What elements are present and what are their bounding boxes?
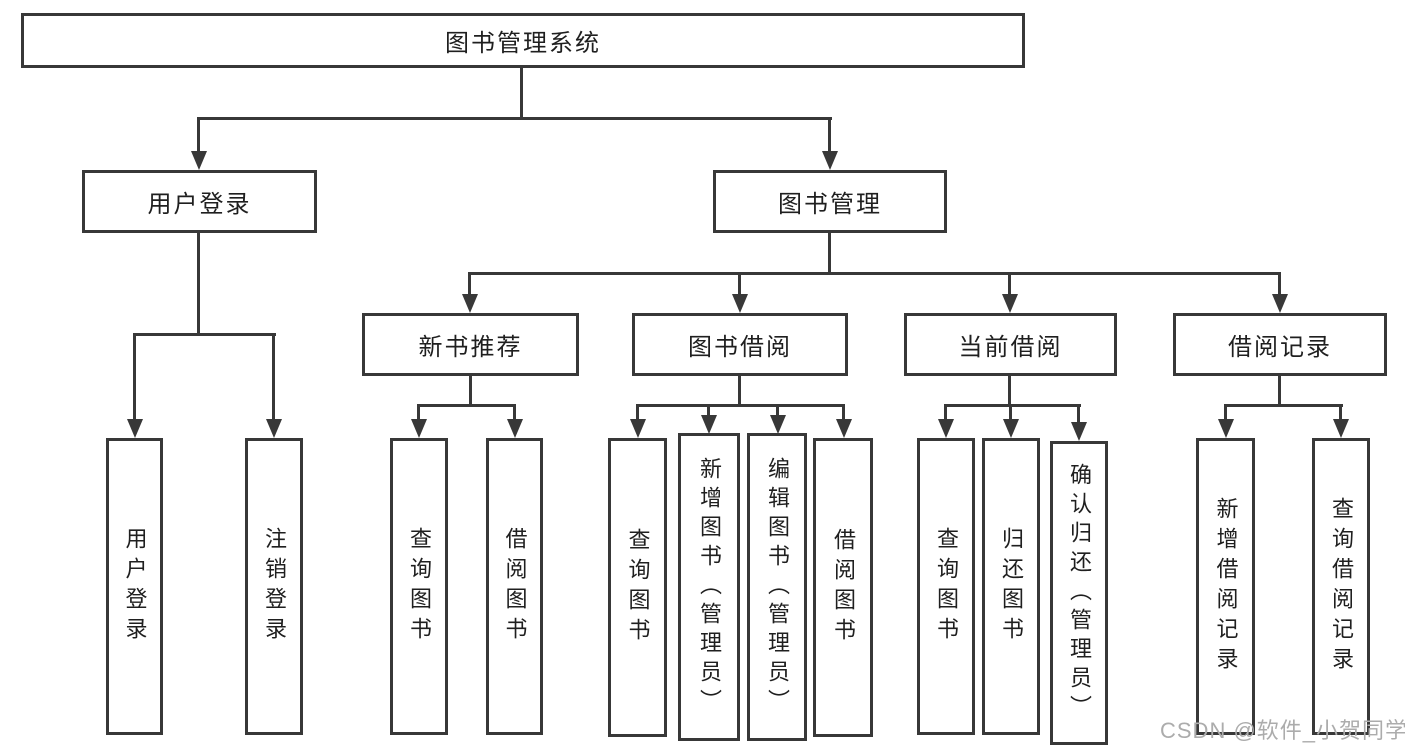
leaf-logout: 注销登录 (245, 438, 303, 735)
connector-root-stem (520, 66, 523, 120)
connector-newbook-down (469, 374, 472, 407)
root-node: 图书管理系统 (21, 13, 1025, 68)
arrowhead-return (1003, 419, 1019, 438)
connector-addrecord-stem (1224, 404, 1227, 421)
arrowhead-editbook (770, 415, 786, 434)
arrowhead-queryrecord (1333, 419, 1349, 438)
arrowhead-addbook (701, 415, 717, 434)
leaf-query-books-3-label: 查询图书 (934, 526, 959, 647)
connector-confirm-stem (1077, 404, 1080, 424)
connector-bookborrow-stem (738, 272, 741, 296)
node-borrow-records-label: 借阅记录 (1228, 334, 1332, 361)
leaf-borrow-books-2: 借阅图书 (813, 438, 873, 737)
leaf-return-book: 归还图书 (982, 438, 1040, 735)
leaf-add-book-admin: 新增图书（管理员） (678, 433, 740, 741)
leaf-query-borrow-record: 查询借阅记录 (1312, 438, 1370, 735)
connector-user-login-stem (197, 117, 200, 153)
connector-root-rail (197, 117, 832, 120)
connector-book-mgmt-stem (828, 117, 831, 153)
arrowhead-user-login (191, 151, 207, 170)
node-new-book-recommend-label: 新书推荐 (418, 334, 523, 361)
connector-addbook-stem (707, 404, 710, 417)
leaf-add-borrow-record: 新增借阅记录 (1196, 438, 1255, 735)
leaf-user-login: 用户登录 (106, 438, 163, 735)
connector-userlogin-rail (133, 333, 276, 336)
leaf-query-books-2: 查询图书 (608, 438, 667, 737)
root-node-label: 图书管理系统 (445, 30, 601, 57)
leaf-query-books-1-label: 查询图书 (407, 526, 432, 647)
leaf-borrow-books-2-label: 借阅图书 (831, 527, 856, 648)
connector-bookborrow-rail (636, 404, 844, 407)
connector-newbook-rail (417, 404, 516, 407)
connector-return-stem (1009, 404, 1012, 421)
arrowhead-bookborrow (732, 294, 748, 313)
node-borrow-records: 借阅记录 (1173, 313, 1387, 376)
leaf-return-book-label: 归还图书 (999, 526, 1024, 647)
connector-leaf-userlogin-stem (133, 333, 136, 421)
leaf-query-books-2-label: 查询图书 (625, 527, 651, 648)
connector-borrow1-stem (513, 404, 516, 421)
leaf-borrow-books-1-label: 借阅图书 (502, 526, 528, 647)
arrowhead-query1 (411, 419, 427, 438)
connector-records-stem (1278, 272, 1281, 296)
connector-editbook-stem (776, 404, 779, 417)
arrowhead-borrow2 (836, 419, 852, 438)
leaf-edit-book-admin-label: 编辑图书（管理员） (765, 456, 790, 718)
connector-newbook-stem (468, 272, 471, 296)
connector-bookmgmt-down (828, 231, 831, 275)
leaf-user-login-label: 用户登录 (122, 526, 148, 647)
node-current-borrow-label: 当前借阅 (958, 334, 1063, 361)
connector-bookborrow-down (738, 374, 741, 407)
leaf-add-book-admin-label: 新增图书（管理员） (697, 456, 722, 718)
connector-query1-stem (417, 404, 420, 421)
connector-bookmgmt-rail (468, 272, 1281, 275)
connector-query2-stem (636, 404, 639, 421)
arrowhead-newbook (462, 294, 478, 313)
node-new-book-recommend: 新书推荐 (362, 313, 579, 376)
connector-records-down (1278, 374, 1281, 407)
node-book-borrow-label: 图书借阅 (688, 334, 792, 361)
arrowhead-query3 (938, 419, 954, 438)
leaf-edit-book-admin: 编辑图书（管理员） (747, 433, 807, 741)
connector-records-rail (1224, 404, 1343, 407)
node-book-management: 图书管理 (713, 170, 947, 233)
connector-currentborrow-stem (1008, 272, 1011, 296)
connector-currentborrow-down (1008, 374, 1011, 407)
leaf-logout-label: 注销登录 (262, 526, 287, 647)
node-current-borrow: 当前借阅 (904, 313, 1117, 376)
connector-userlogin-down (197, 231, 200, 336)
arrowhead-currentborrow (1002, 294, 1018, 313)
arrowhead-book-mgmt (822, 151, 838, 170)
arrowhead-records (1272, 294, 1288, 313)
arrowhead-leaf-logout (266, 419, 282, 438)
arrowhead-borrow1 (507, 419, 523, 438)
connector-borrow2-stem (842, 404, 845, 421)
connector-currentborrow-rail (944, 404, 1081, 407)
leaf-confirm-return-admin: 确认归还（管理员） (1050, 441, 1108, 745)
node-book-management-label: 图书管理 (778, 191, 882, 218)
connector-queryrecord-stem (1339, 404, 1342, 421)
leaf-confirm-return-admin-label: 确认归还（管理员） (1067, 462, 1092, 724)
node-user-login: 用户登录 (82, 170, 317, 233)
arrowhead-addrecord (1218, 419, 1234, 438)
leaf-add-borrow-record-label: 新增借阅记录 (1213, 496, 1239, 677)
leaf-query-books-1: 查询图书 (390, 438, 448, 735)
leaf-query-borrow-record-label: 查询借阅记录 (1329, 496, 1354, 677)
node-user-login-label: 用户登录 (147, 191, 252, 218)
connector-leaf-logout-stem (272, 333, 275, 421)
connector-query3-stem (944, 404, 947, 421)
csdn-watermark: CSDN @软件_小贺同学 (1160, 718, 1405, 743)
arrowhead-leaf-userlogin (127, 419, 143, 438)
node-book-borrow: 图书借阅 (632, 313, 848, 376)
arrowhead-query2 (630, 419, 646, 438)
leaf-borrow-books-1: 借阅图书 (486, 438, 543, 735)
leaf-query-books-3: 查询图书 (917, 438, 975, 735)
arrowhead-confirm (1071, 422, 1087, 441)
